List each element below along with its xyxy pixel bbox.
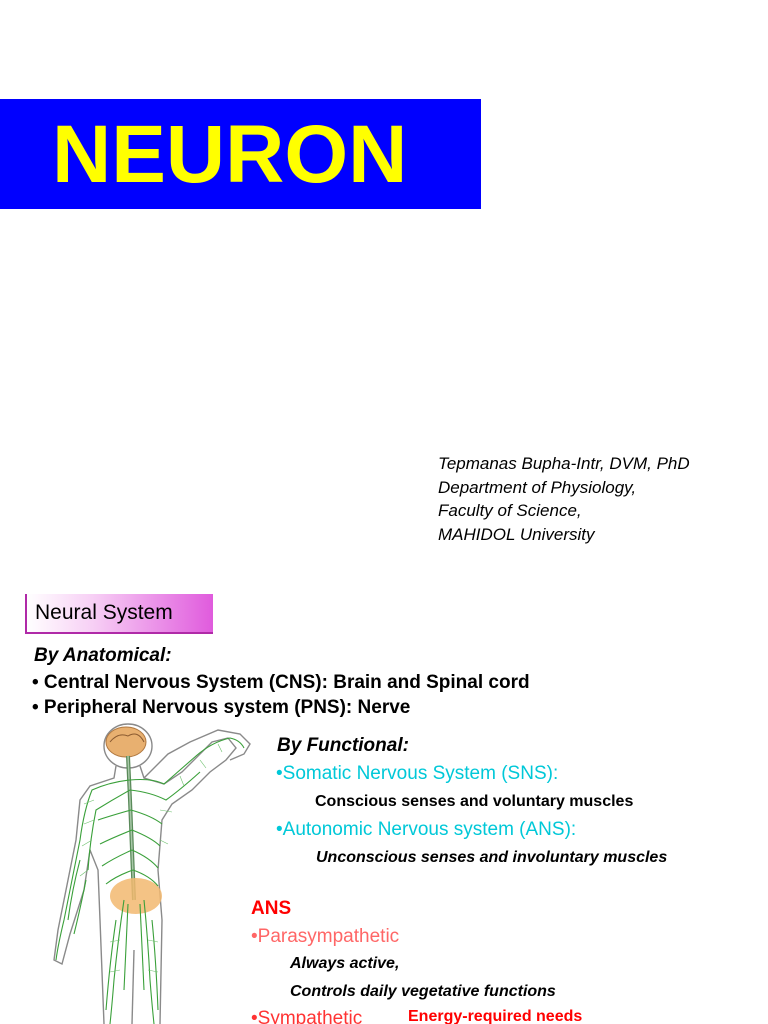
parasympathetic-description-1: Always active, [290, 955, 400, 972]
sympathetic-label: •Sympathetic [251, 1008, 363, 1024]
parasympathetic-label: •Parasympathetic [251, 926, 400, 947]
parasympathetic-description-2: Controls daily vegetative functions [290, 983, 556, 1000]
author-department: Department of Physiology, [438, 477, 637, 497]
ans-description: Unconscious senses and involuntary muscl… [316, 849, 668, 866]
section-header-label: Neural System [35, 601, 173, 624]
ans-label: •Autonomic Nervous system (ANS): [276, 819, 577, 840]
sns-label: •Somatic Nervous System (SNS): [276, 763, 559, 784]
sympathetic-description: Energy-required needs [408, 1008, 583, 1024]
author-faculty: Faculty of Science, [438, 501, 582, 520]
anatomical-item-cns: • Central Nervous System (CNS): Brain an… [32, 672, 530, 693]
author-university: MAHIDOL University [438, 524, 595, 544]
page-title: NEURON [52, 109, 408, 200]
section-header: Neural System [25, 594, 213, 634]
ans-heading: ANS [251, 898, 292, 919]
functional-heading: By Functional: [277, 735, 409, 756]
title-banner [0, 99, 481, 209]
author-name: Tepmanas Bupha-Intr, DVM, PhD [438, 454, 690, 473]
nervous-system-illustration [53, 723, 251, 1024]
author-block: Tepmanas Bupha-Intr, DVM, PhD Department… [438, 452, 690, 546]
anatomical-heading: By Anatomical: [34, 645, 172, 666]
anatomical-item-pns: • Peripheral Nervous system (PNS): Nerve [32, 697, 411, 718]
sns-description: Conscious senses and voluntary muscles [315, 793, 634, 810]
